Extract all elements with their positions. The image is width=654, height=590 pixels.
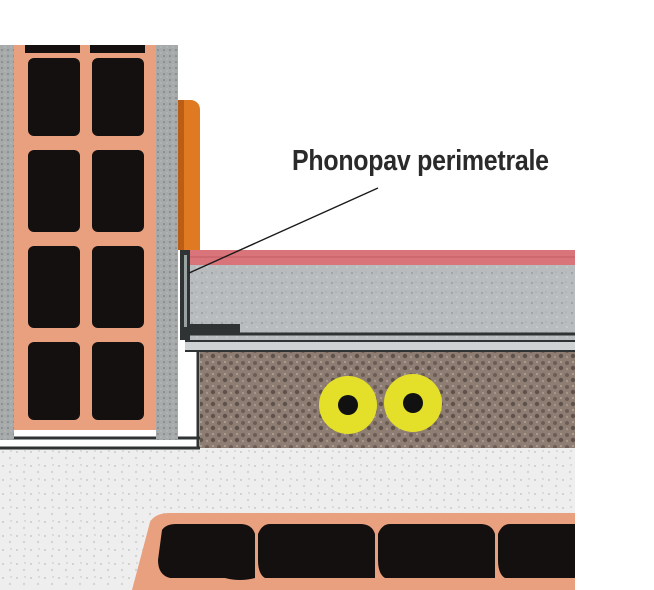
wall-insulation	[178, 100, 200, 250]
callout-leader-line	[188, 187, 379, 274]
screed-layer	[190, 265, 575, 340]
pipe-left-icon	[319, 376, 377, 434]
bottom-hollow-bricks	[132, 513, 575, 590]
callout-label: Phonopav perimetrale	[292, 145, 549, 177]
floor-finish-layer	[190, 250, 575, 265]
pipe-right-icon	[384, 374, 442, 432]
wall-brick	[14, 45, 156, 430]
perimeter-strip	[180, 250, 240, 340]
membrane-lines	[0, 340, 575, 450]
wall-mortar	[0, 45, 178, 440]
